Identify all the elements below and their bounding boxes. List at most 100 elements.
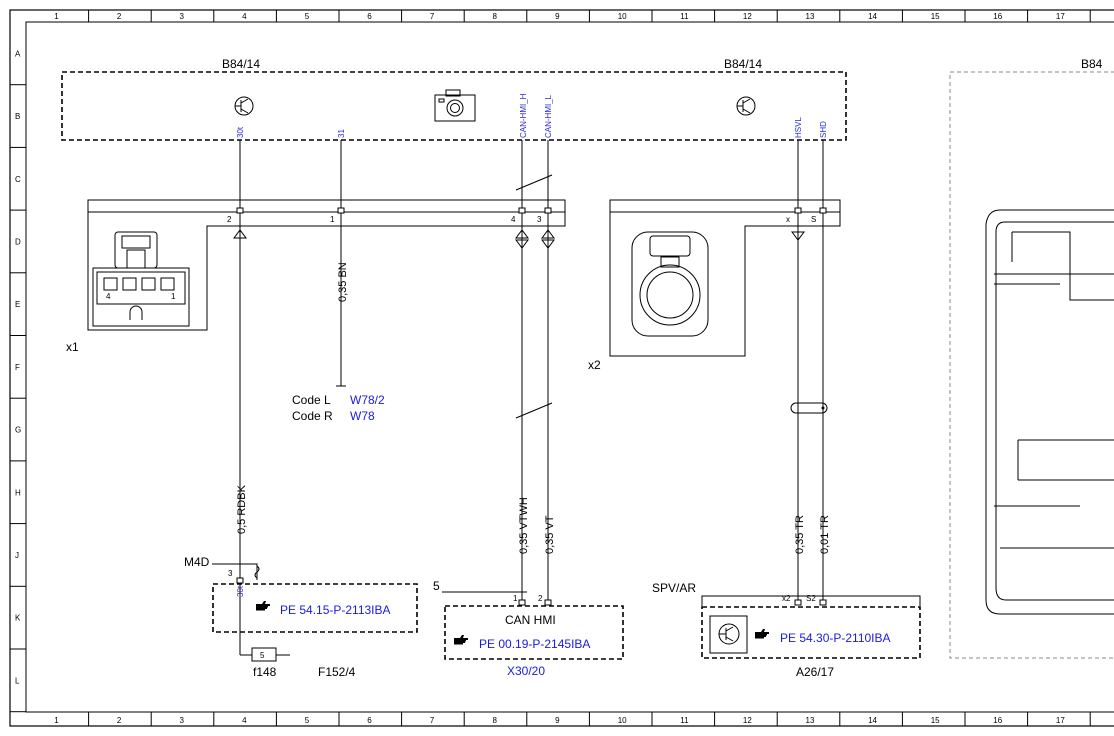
a26-terminal-s2: [819, 599, 827, 606]
f148-pin-5: 5: [260, 651, 265, 660]
x3020-label[interactable]: X30/20: [507, 664, 545, 678]
signal-30t: 30t: [236, 126, 245, 138]
x2-connector-housing: [609, 199, 841, 357]
column-label-top: 1: [54, 12, 59, 21]
column-ruler: 1122334455667788991010111112121313141415…: [54, 10, 1091, 726]
row-label: E: [15, 300, 20, 309]
transistor-icon: [736, 96, 756, 116]
column-label-bottom: 9: [555, 716, 560, 725]
code-l-link[interactable]: W78/2: [350, 393, 385, 407]
column-label-bottom: 6: [367, 716, 372, 725]
column-label-bottom: 14: [868, 716, 877, 725]
row-label: B: [15, 112, 20, 121]
wire-vt: [541, 140, 555, 600]
x2-connector-face-icon: [631, 231, 709, 337]
transistor-icon: [234, 96, 254, 116]
column-label-top: 5: [305, 12, 310, 21]
signal-can-hmi-l: CAN-HMI_L: [544, 94, 553, 138]
column-label-top: 6: [367, 12, 372, 21]
column-label-top: 17: [1056, 12, 1065, 21]
x1-label: x1: [66, 340, 79, 354]
wire-shd-tr: [790, 140, 828, 600]
column-label-bottom: 3: [180, 716, 185, 725]
x3020-enclosure: [444, 605, 624, 660]
can-terminal-2: [544, 599, 552, 606]
row-label: A: [15, 49, 21, 58]
code-l-label: Code L: [292, 393, 331, 407]
wire-rdbk: [233, 140, 252, 656]
column-label-bottom: 7: [430, 716, 435, 725]
row-label: L: [15, 676, 20, 685]
column-label-top: 10: [618, 12, 627, 21]
can-pin-1: 1: [513, 594, 518, 603]
wire-label-tr: 0,35 TR: [794, 515, 806, 554]
ref-link-1[interactable]: PE 54.15-P-2113IBA: [280, 603, 391, 617]
x1-face-pin-4: 4: [106, 292, 111, 301]
wire-vtwh: [515, 140, 553, 600]
vehicle-outline-icon: [985, 209, 1114, 615]
hand-pointer-icon: [454, 635, 468, 645]
b84-far-enclosure: [949, 71, 1114, 659]
frame-inner: [25, 21, 1114, 713]
a26-pin-x2: x2: [782, 594, 791, 603]
x2-pin-x: x: [786, 215, 790, 224]
column-label-bottom: 8: [493, 716, 498, 725]
column-label-bottom: 16: [993, 716, 1002, 725]
b84-left-label: B84/14: [222, 57, 260, 71]
wire-tr: [791, 140, 805, 600]
column-label-top: 16: [993, 12, 1002, 21]
f148-label: f148: [253, 665, 277, 679]
row-label: C: [15, 175, 21, 184]
column-label-top: 2: [117, 12, 122, 21]
column-label-bottom: 11: [680, 716, 689, 725]
x3020-number: 5: [433, 579, 440, 593]
column-label-top: 11: [680, 12, 689, 21]
ref-link-2[interactable]: PE 00.19-P-2145IBA: [479, 637, 590, 651]
column-label-top: 7: [430, 12, 435, 21]
can-terminal-1: [518, 599, 526, 606]
column-label-bottom: 17: [1056, 716, 1065, 725]
signal-hsvl: HSVL: [794, 117, 803, 138]
column-label-top: 15: [931, 12, 940, 21]
m4d-label: M4D: [184, 555, 210, 569]
m4d-pin-3: 3: [228, 569, 233, 578]
a2617-transistor-icon: [709, 615, 748, 654]
column-label-bottom: 15: [931, 716, 940, 725]
signal-shd: SHD: [819, 121, 828, 138]
code-r-link[interactable]: W78: [350, 409, 375, 423]
wire-bn: [336, 140, 346, 387]
x1-connector-housing: [87, 199, 566, 331]
camera-icon: [434, 89, 476, 122]
b84-far-label: B84: [1081, 57, 1103, 71]
x1-face-pin-1: 1: [171, 292, 176, 301]
wire-label-shd-tr: 0,01 TR: [819, 515, 831, 554]
x2-pin-s: S: [811, 215, 816, 224]
column-label-top: 14: [868, 12, 877, 21]
a2617-label: A26/17: [796, 665, 834, 679]
column-label-bottom: 5: [305, 716, 310, 725]
can-hmi-label: CAN HMI: [505, 613, 556, 627]
column-label-bottom: 2: [117, 716, 122, 725]
m4d-terminal: [236, 577, 244, 584]
x1-connector-face-icon: [92, 231, 190, 327]
column-label-bottom: 13: [806, 716, 815, 725]
x1-pin-2: 2: [227, 215, 232, 224]
wire-label-vt: 0,35 VT: [544, 515, 556, 554]
row-label: J: [15, 551, 19, 560]
b84-right-label: B84/14: [724, 57, 762, 71]
ref-link-3[interactable]: PE 54.30-P-2110IBA: [780, 631, 891, 645]
hand-pointer-icon: [256, 601, 270, 611]
signal-can-hmi-h: CAN-HMI_H: [519, 93, 528, 138]
row-label: G: [15, 426, 21, 435]
column-label-top: 12: [743, 12, 752, 21]
x1-pin-3: 3: [537, 215, 542, 224]
column-label-top: 4: [242, 12, 247, 21]
a2617-enclosure: [701, 606, 921, 659]
row-label: F: [15, 363, 20, 372]
wire-label-rdbk: 0,5 RDBK: [236, 484, 248, 534]
column-label-bottom: 4: [242, 716, 247, 725]
frame-outer: [9, 9, 1114, 727]
code-r-label: Code R: [292, 409, 333, 423]
row-label: K: [15, 614, 21, 623]
